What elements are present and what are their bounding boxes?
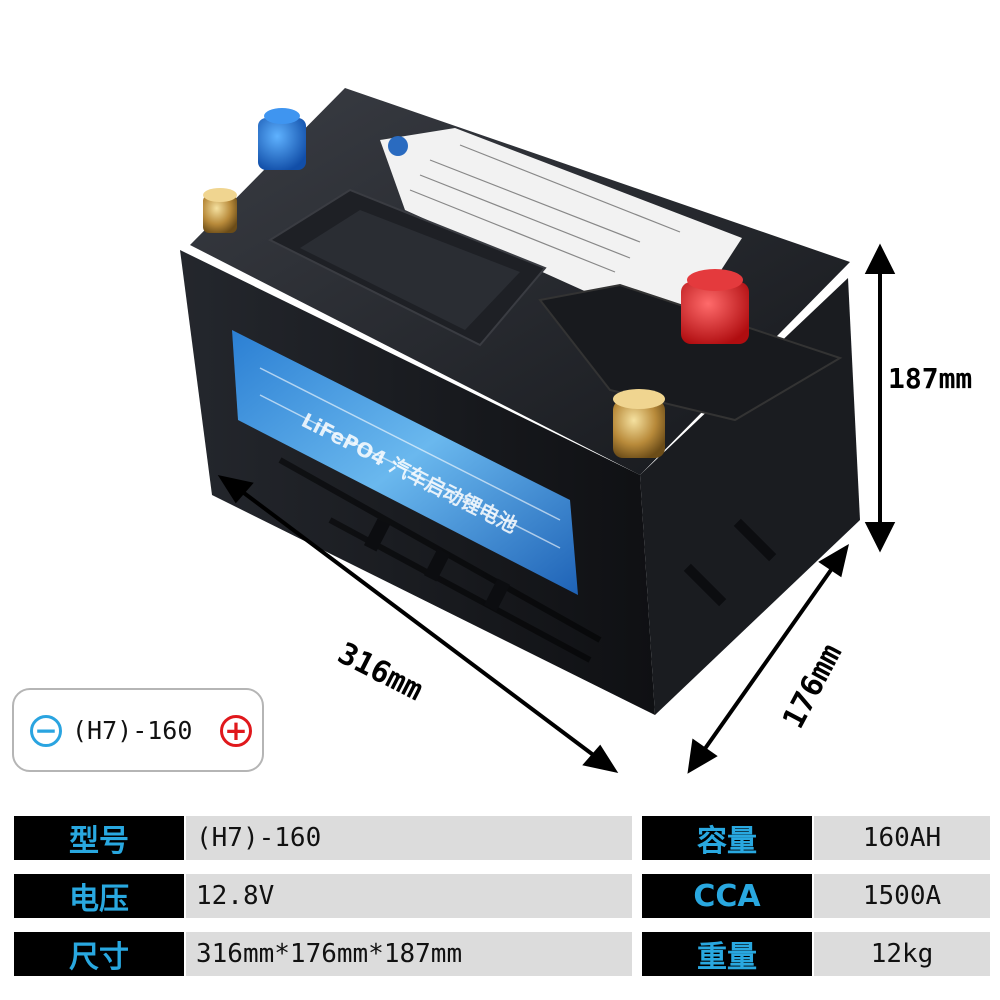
spec-value-voltage: 12.8V — [186, 874, 632, 918]
recycle-logo-icon — [388, 136, 408, 156]
badge-model-text: (H7)-160 — [72, 716, 193, 745]
spec-label-cca: CCA — [642, 874, 812, 918]
spec-table: 型号 (H7)-160 容量 160AH 电压 12.8V CCA 1500A … — [14, 816, 990, 990]
spec-label-model: 型号 — [14, 816, 184, 860]
negative-pole-icon: − — [30, 715, 62, 747]
spec-row: 尺寸 316mm*176mm*187mm 重量 12kg — [14, 932, 990, 976]
spec-label-voltage: 电压 — [14, 874, 184, 918]
battery-body: LiFePO4 汽车启动锂电池 — [180, 88, 860, 715]
negative-terminal — [203, 108, 306, 233]
spec-label-capacity: 容量 — [642, 816, 812, 860]
model-badge: − (H7)-160 + — [12, 688, 264, 772]
spec-value-size: 316mm*176mm*187mm — [186, 932, 632, 976]
spec-value-weight: 12kg — [814, 932, 990, 976]
length-arrow — [217, 475, 619, 773]
height-dimension-label: 187mm — [888, 362, 973, 395]
positive-pole-icon: + — [220, 715, 252, 747]
spec-row: 电压 12.8V CCA 1500A — [14, 874, 990, 918]
spec-label-size: 尺寸 — [14, 932, 184, 976]
spec-value-model: (H7)-160 — [186, 816, 632, 860]
width-arrow — [687, 543, 849, 774]
spec-label-weight: 重量 — [642, 932, 812, 976]
product-sticker — [232, 330, 578, 595]
spec-value-cca: 1500A — [814, 874, 990, 918]
spec-row: 型号 (H7)-160 容量 160AH — [14, 816, 990, 860]
battery-product-photo: LiFePO4 汽车启动锂电池 — [180, 88, 896, 774]
spec-value-capacity: 160AH — [814, 816, 990, 860]
positive-terminal — [613, 269, 749, 458]
height-arrow — [864, 243, 896, 553]
